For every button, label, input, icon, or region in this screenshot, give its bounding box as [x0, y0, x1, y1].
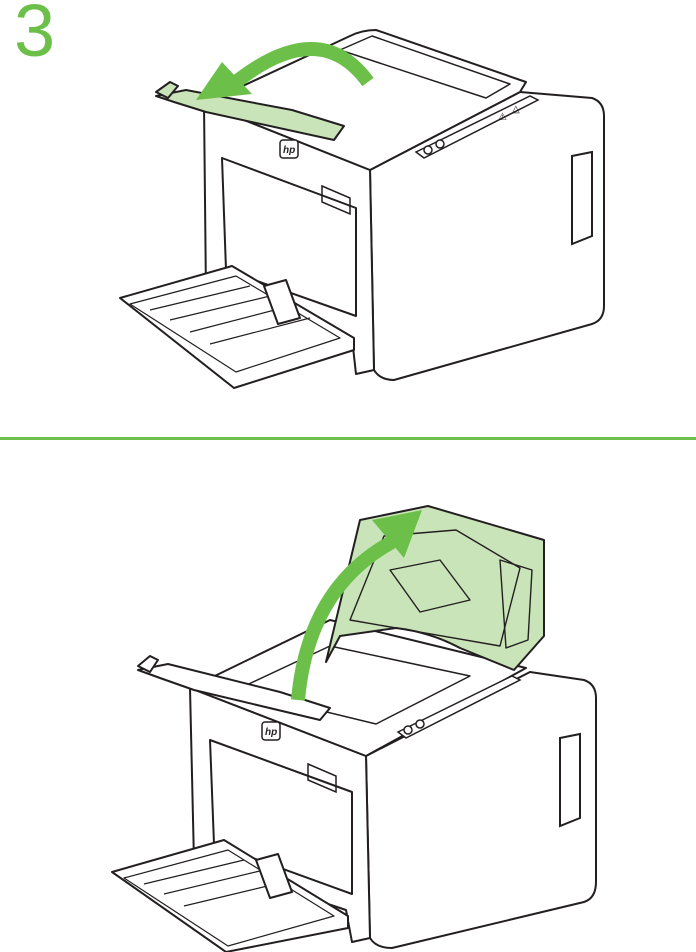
svg-text:⚠: ⚠ — [498, 112, 507, 123]
curved-arrow-up-icon — [291, 510, 422, 701]
go-button-icon — [423, 145, 433, 155]
input-tray — [119, 265, 355, 389]
svg-text:△: △ — [512, 104, 520, 115]
control-panel — [396, 675, 522, 739]
hp-logo: hp — [261, 721, 281, 741]
cancel-button-icon — [415, 719, 425, 729]
paper-input-slot — [209, 739, 353, 895]
printer-side-panel — [365, 671, 597, 949]
control-panel — [414, 95, 540, 159]
svg-text:hp: hp — [265, 727, 277, 738]
curved-arrow-left-icon — [196, 42, 374, 100]
hp-logo: hp — [279, 139, 299, 159]
section-divider — [0, 437, 696, 440]
printer-illustration-door-open: hp — [111, 505, 597, 952]
go-button-icon — [403, 725, 413, 735]
cancel-button-icon — [435, 139, 445, 149]
printer-illustration-tray-open: ⚠ △ hp — [119, 29, 605, 389]
svg-text:hp: hp — [283, 145, 295, 156]
printer-side-panel — [369, 91, 605, 381]
input-tray — [111, 839, 349, 952]
output-tray — [137, 655, 331, 721]
step-number: 3 — [14, 0, 56, 72]
